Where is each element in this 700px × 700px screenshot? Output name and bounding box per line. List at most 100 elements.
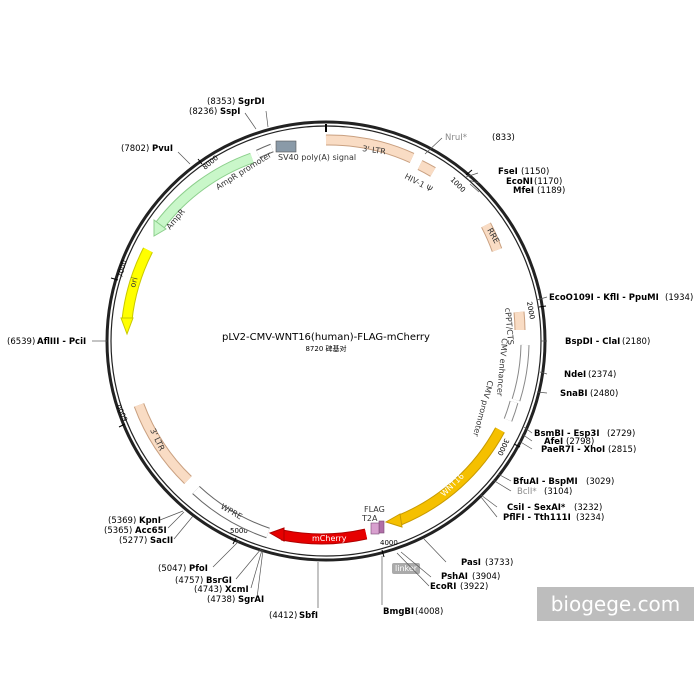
site-name: PasI	[461, 558, 481, 568]
site-pos: (8353)	[207, 97, 235, 107]
site-bsrgi: (4757) BsrGI	[175, 576, 232, 586]
site-name: FseI	[498, 167, 518, 177]
site-pos: (2729)	[607, 429, 635, 439]
feature-wnt16	[398, 427, 504, 525]
site-name: SgrDI	[238, 97, 265, 107]
tick-label-7000: 7000	[116, 259, 128, 278]
watermark: biogege.com	[537, 587, 694, 621]
site-xcmi: (4743) XcmI	[194, 585, 249, 595]
feature-cmv-promoter	[504, 401, 518, 422]
site-pos: (1150)	[521, 167, 549, 177]
site-pos: (833)	[492, 133, 515, 143]
site-name: NruI*	[445, 133, 467, 143]
site-eco0109i: EcoO109I - KflI - PpuMI (1934)	[549, 293, 693, 303]
site-name: MfeI	[513, 186, 534, 196]
feature-wnt16-outline	[397, 427, 505, 526]
site-ndei: NdeI (2374)	[564, 370, 616, 380]
feature-label-sv40: SV40 poly(A) signal	[278, 153, 356, 162]
site-name: Acc65I	[135, 526, 167, 536]
site-pos: (2798)	[566, 437, 594, 447]
site-pos: (3904)	[472, 572, 500, 582]
site-name: PfoI	[189, 564, 208, 574]
site-pos: (3733)	[485, 558, 513, 568]
site-name: EcoNI	[506, 177, 533, 187]
site-name: PvuI	[152, 144, 173, 154]
site-pos: (3234)	[576, 513, 604, 523]
site-pos: (5047)	[158, 564, 186, 574]
site-kpni: (5369) KpnI	[108, 516, 161, 526]
site-mfei: MfeI (1189)	[513, 186, 565, 196]
feature-flag	[378, 520, 385, 534]
feature-rre	[481, 222, 502, 252]
feature-cppt	[514, 311, 525, 331]
site-pos: (1189)	[537, 186, 565, 196]
site-pshai: PshAI (3904)	[441, 572, 500, 582]
feature-label-t2a: T2A	[361, 514, 378, 523]
site-pos: (3029)	[586, 477, 614, 487]
site-sacii: (5277) SacII	[119, 536, 173, 546]
tick-label-4000: 4000	[380, 539, 398, 547]
site-fsei: FseI (1150)	[498, 167, 549, 177]
site-name: PshAI	[441, 572, 468, 582]
site-econi: EcoNI (1170)	[506, 177, 562, 187]
site-name: BsmBI - Esp3I	[534, 429, 600, 439]
feature-label-cmv-enhancer: CMV enhancer	[495, 338, 509, 397]
feature-3ltr-top	[325, 135, 414, 163]
feature-mcherry-arrow	[268, 527, 285, 542]
site-name: KpnI	[139, 516, 161, 526]
site-bcli: BclI* (3104)	[517, 487, 572, 497]
site-pos: (2480)	[590, 389, 618, 399]
feature-3ltr-left	[134, 403, 192, 484]
plasmid-length: 8720 碑基对	[305, 344, 346, 353]
site-pvui: (7802) PvuI	[121, 144, 173, 154]
site-name: SspI	[220, 107, 240, 117]
site-pos: (7802)	[121, 144, 149, 154]
site-pos: (3232)	[574, 503, 602, 513]
site-pasi: PasI (3733)	[461, 558, 513, 568]
tick-label-5000: 5000	[230, 527, 248, 535]
site-name: NdeI	[564, 370, 586, 380]
site-name: EcoO109I - KflI - PpuMI	[549, 293, 659, 303]
site-snabi: SnaBI (2480)	[560, 389, 618, 399]
tick-label-2000: 2000	[525, 301, 536, 320]
site-pos: (8236)	[189, 107, 217, 117]
site-name: AflIII - PciI	[37, 337, 86, 347]
site-csii: CsiI - SexAI* (3232)	[507, 503, 602, 513]
site-acc65i: (5365) Acc65I	[104, 526, 167, 536]
site-sgrdi: (8353) SgrDI	[207, 97, 265, 107]
site-afei: AfeI (2798)	[544, 437, 594, 447]
site-nrui: NruI* (833)	[445, 133, 515, 143]
feature-sv40	[275, 140, 297, 153]
site-pos: (4008)	[415, 607, 443, 617]
feature-wpre	[192, 486, 270, 538]
site-sgrai: (4738) SgrAI	[207, 595, 264, 605]
feature-t2a	[370, 522, 380, 535]
site-ecori: EcoRI (3922)	[430, 582, 488, 592]
site-bspdi: BspDI - ClaI (2180)	[565, 337, 650, 347]
feature-hiv	[417, 160, 436, 176]
site-bsmbi: BsmBI - Esp3I (2729)	[534, 429, 635, 439]
feature-label-linker: linker	[395, 564, 418, 573]
feature-cmv-enhancer	[512, 344, 529, 402]
site-name: BclI*	[517, 487, 537, 497]
feature-ori	[122, 247, 153, 321]
site-bmgbi: BmgBI (4008)	[383, 607, 443, 617]
site-name: XcmI	[225, 585, 249, 595]
site-sspi: (8236) SspI	[189, 107, 240, 117]
site-name: CsiI - SexAI*	[507, 503, 566, 513]
site-name: BsrGI	[206, 576, 232, 586]
feature-wnt16-arrow	[384, 513, 403, 528]
site-pflfi: PflFI - Tth111I (3234)	[503, 513, 604, 523]
feature-label-mcherry: mCherry	[312, 534, 347, 543]
site-pos: (5277)	[119, 536, 147, 546]
site-pos: (1934)	[665, 293, 693, 303]
feature-label-cmv-promoter: CMV promoter	[471, 379, 495, 438]
site-pos: (2180)	[622, 337, 650, 347]
site-afliii: (6539) AflIII - PciI	[7, 337, 86, 347]
site-pos: (3922)	[460, 582, 488, 592]
site-name: BfuAI - BspMI	[513, 477, 578, 487]
site-paer7i: PaeR7I - XhoI (2815)	[541, 445, 636, 455]
tick-marks	[110, 158, 547, 558]
